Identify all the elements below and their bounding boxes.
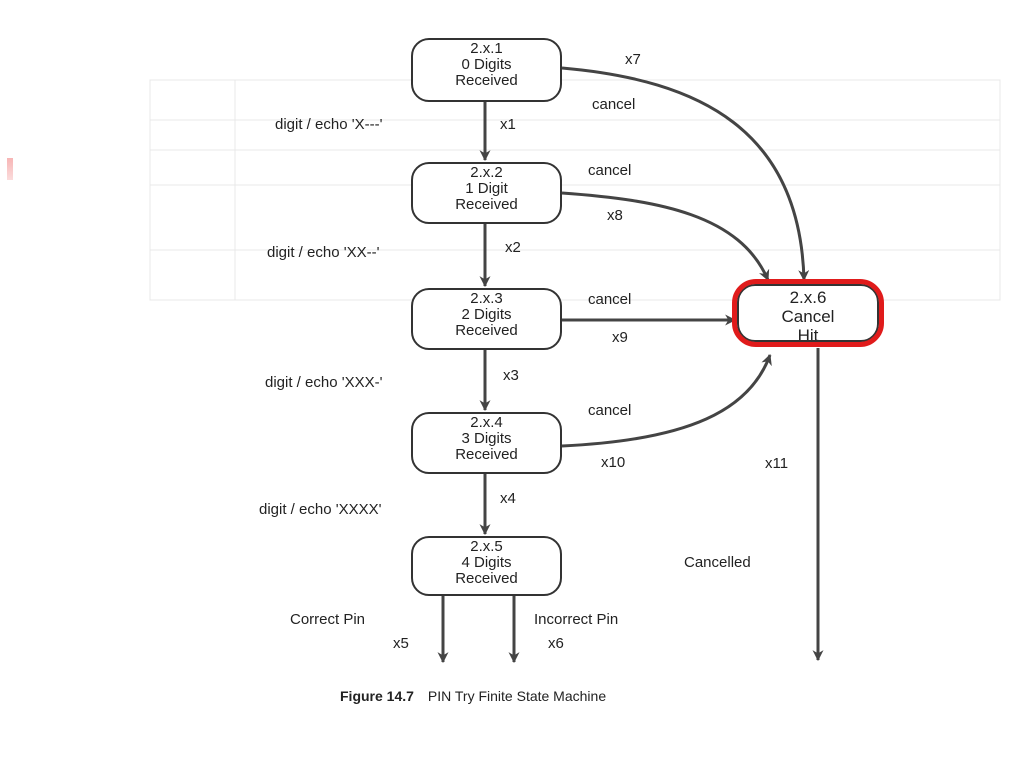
state-label: Received: [455, 570, 518, 587]
state-id: 2.x.4: [470, 414, 503, 431]
state-label: 2 Digits: [461, 306, 512, 323]
label-x11: x11: [765, 455, 789, 472]
label-incorrect-pin: Incorrect Pin: [534, 611, 619, 628]
state-node-2x6: 2.x.6 Cancel Hit: [737, 284, 879, 342]
label-x2: x2: [505, 239, 521, 256]
state-id: 2.x.3: [470, 290, 503, 307]
red-edge-mark: [7, 158, 13, 180]
arrow-x7: [561, 66, 810, 282]
label-correct-pin: Correct Pin: [290, 611, 366, 628]
label-cancelled: Cancelled: [684, 554, 751, 571]
state-id: 2.x.6: [789, 288, 827, 307]
label-cancel-4: cancel: [588, 402, 632, 419]
state-label: Received: [455, 196, 518, 213]
state-node-2x4: 2.x.4 3 Digits Received: [411, 412, 562, 474]
label-digit-3: digit / echo 'XXX-': [265, 374, 383, 391]
state-label: Hit: [797, 326, 819, 342]
state-id: 2.x.5: [470, 538, 503, 555]
state-label: 3 Digits: [461, 430, 512, 447]
figure-title: PIN Try Finite State Machine: [427, 688, 607, 704]
label-x7: x7: [625, 51, 641, 68]
label-x10: x10: [601, 454, 626, 471]
label-cancel-3: cancel: [588, 291, 632, 308]
state-label: Cancel: [781, 307, 835, 326]
label-digit-2: digit / echo 'XX--': [267, 244, 380, 261]
arrow-x10: [561, 353, 772, 448]
label-x8: x8: [607, 207, 623, 224]
label-cancel-2: cancel: [588, 162, 632, 179]
state-label: Received: [455, 322, 518, 339]
label-x5: x5: [393, 635, 409, 652]
label-x3: x3: [503, 367, 519, 384]
state-node-2x5: 2.x.5 4 Digits Received: [411, 536, 562, 596]
label-digit-4: digit / echo 'XXXX': [259, 501, 382, 518]
label-cancel-1: cancel: [592, 96, 636, 113]
label-x4: x4: [500, 490, 516, 507]
state-node-2x2: 2.x.2 1 Digit Received: [411, 162, 562, 224]
label-digit-1: digit / echo 'X---': [275, 116, 383, 133]
highlight-circle: [732, 279, 884, 347]
state-id: 2.x.2: [470, 164, 503, 181]
state-node-2x3: 2.x.3 2 Digits Received: [411, 288, 562, 350]
state-label: Received: [455, 72, 518, 89]
label-x1: x1: [500, 116, 516, 133]
state-id: 2.x.1: [470, 40, 503, 57]
figure-number: Figure 14.7: [340, 688, 414, 704]
state-label: 0 Digits: [461, 56, 512, 73]
state-label: Received: [455, 446, 518, 463]
figure-caption: Figure 14.7 PIN Try Finite State Machine: [340, 688, 606, 704]
scan-ghost: [149, 79, 1001, 301]
state-label: 4 Digits: [461, 554, 512, 571]
label-x9: x9: [612, 329, 628, 346]
arrow-x8: [561, 191, 770, 282]
state-label: 1 Digit: [465, 180, 508, 197]
label-x6: x6: [548, 635, 564, 652]
state-node-2x1: 2.x.1 0 Digits Received: [411, 38, 562, 102]
